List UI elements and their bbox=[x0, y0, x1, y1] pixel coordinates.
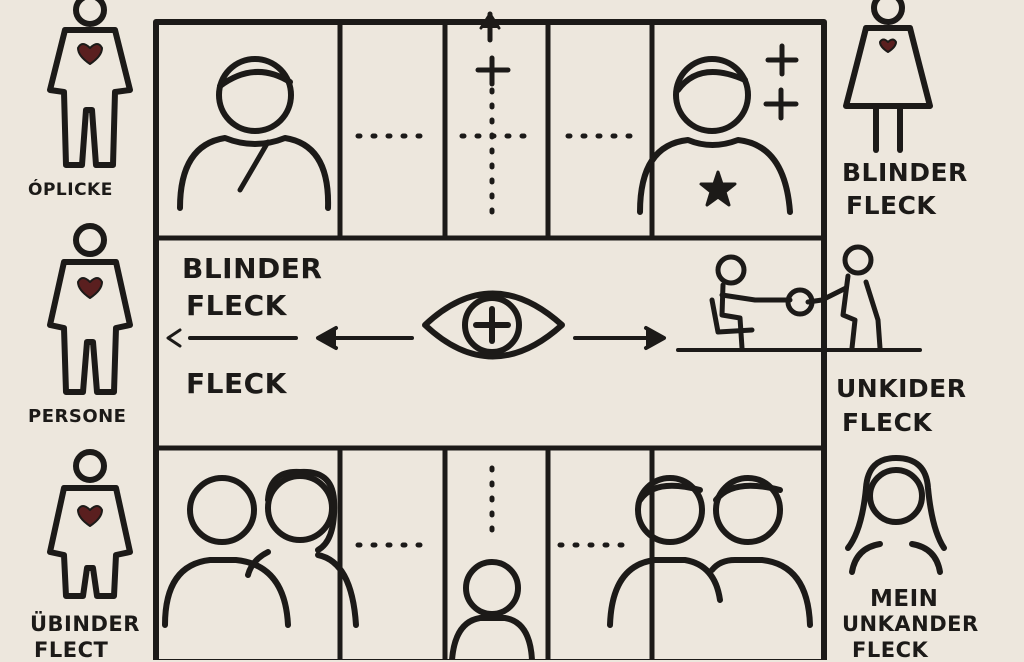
left-bottom-label-line2: FLECT bbox=[34, 638, 109, 662]
children-playing-icon bbox=[676, 244, 922, 352]
person-child-icon bbox=[449, 559, 535, 660]
right-middle-label-line1: UNKIDER bbox=[836, 374, 967, 403]
plus-icon bbox=[475, 55, 511, 87]
dotted-guides bbox=[355, 87, 639, 548]
right-bottom-label-line3: FLECK bbox=[852, 638, 929, 662]
grid-blinder-label-line2: FLECK bbox=[186, 289, 287, 322]
right-top-label-line1: BLINDER bbox=[842, 158, 968, 187]
left-middle-label: PERSONE bbox=[28, 406, 127, 427]
woman-icon bbox=[845, 455, 947, 575]
arrow-icon bbox=[166, 326, 666, 350]
up-arrow-icon bbox=[479, 11, 501, 43]
person-heart-icon bbox=[47, 0, 133, 168]
two-people-icon bbox=[162, 468, 359, 628]
grid-blinder-label-line1: BLINDER bbox=[182, 252, 323, 285]
plus-icon bbox=[763, 43, 799, 121]
grid-fleck-label: FLECK bbox=[186, 367, 287, 400]
dress-person-icon bbox=[843, 0, 933, 153]
left-top-label: ÓPLICKE bbox=[28, 180, 113, 200]
left-bottom-label-line1: ÜBINDER bbox=[30, 612, 140, 636]
right-bottom-label-line1: MEIN bbox=[870, 586, 939, 612]
person-bust-icon bbox=[177, 56, 332, 211]
two-people-icon bbox=[607, 475, 813, 628]
right-top-label-line2: FLECK bbox=[846, 191, 937, 220]
right-bottom-label-line2: UNKANDER bbox=[842, 612, 979, 636]
person-star-icon bbox=[637, 56, 793, 215]
eye-crosshair-icon bbox=[422, 290, 565, 360]
right-middle-label-line2: FLECK bbox=[842, 408, 933, 437]
person-heart-icon bbox=[47, 223, 133, 395]
person-heart-icon bbox=[47, 449, 133, 599]
